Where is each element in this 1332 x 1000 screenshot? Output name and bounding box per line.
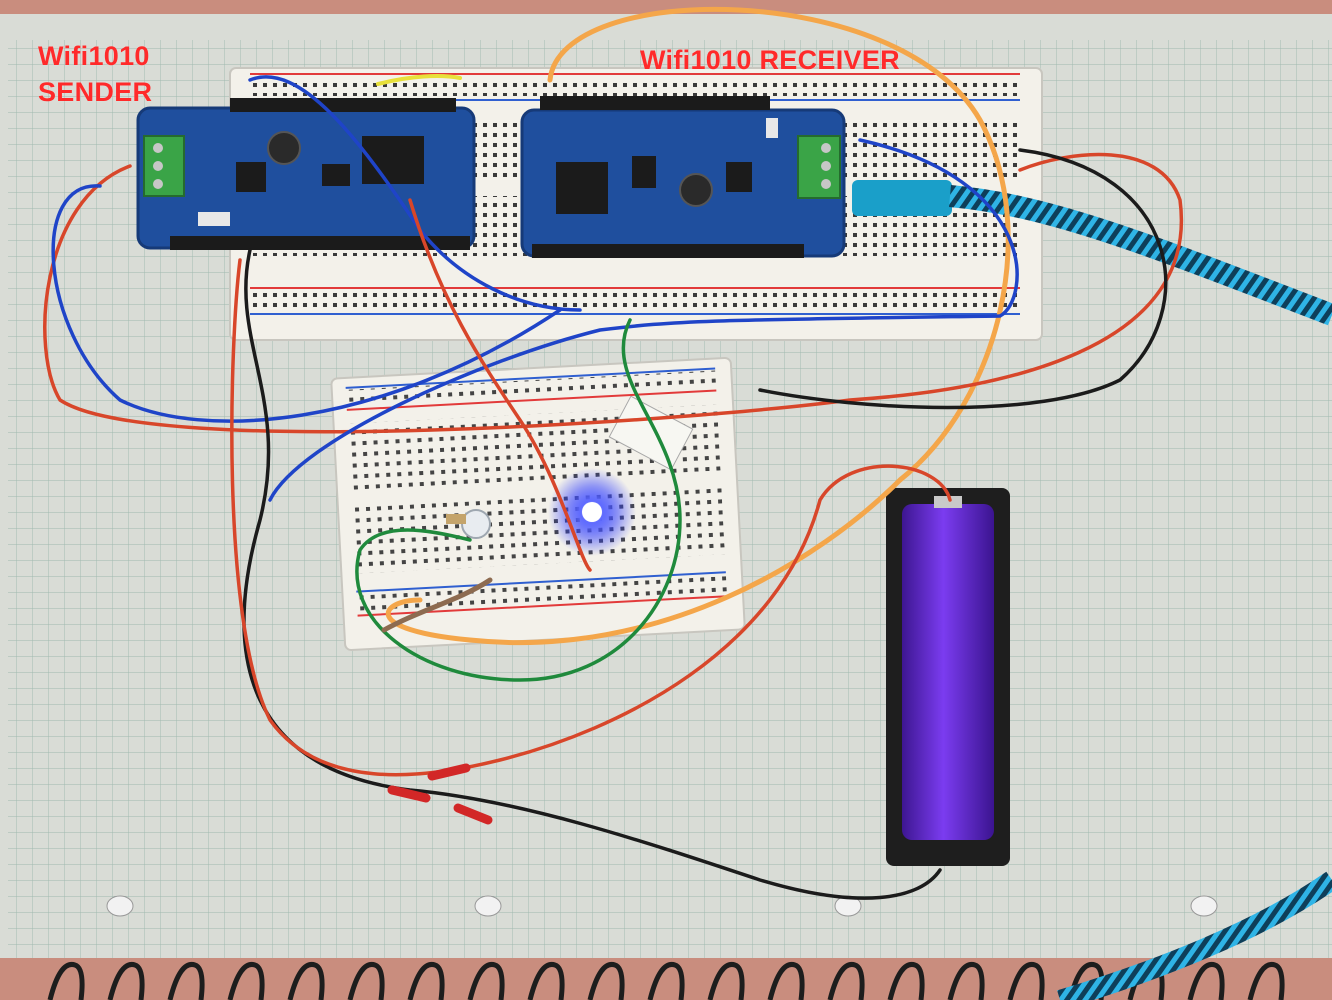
wire-orange [385, 6, 1011, 646]
blue-led [548, 468, 636, 556]
mkr-board-receiver [520, 96, 846, 258]
wire-red-1 [43, 152, 1184, 434]
jumper-wires [43, 6, 1184, 900]
battery-18650 [902, 496, 994, 840]
wire-green [355, 318, 682, 682]
wire-red-2 [230, 258, 952, 777]
wire-blue-3 [268, 138, 1019, 502]
wire-blue-2 [248, 75, 582, 312]
wire-brown [381, 577, 493, 633]
mkr-board-sender [136, 98, 476, 250]
sender-label-line1: Wifi1010 [38, 41, 150, 71]
wire-blue-1 [51, 184, 562, 423]
paper-top-strip [0, 0, 1332, 14]
wire-black-2 [758, 148, 1168, 410]
wire-black-1 [242, 248, 942, 900]
wire-yellow [376, 74, 462, 86]
paper-holes [106, 895, 1218, 917]
wire-orange-red [408, 198, 592, 572]
heat-shrink [387, 763, 493, 825]
clear-led [446, 509, 491, 539]
usb-cable [852, 180, 1332, 1000]
receiver-label: Wifi1010 RECEIVER [640, 45, 900, 75]
sender-label-line2: SENDER [38, 77, 153, 107]
